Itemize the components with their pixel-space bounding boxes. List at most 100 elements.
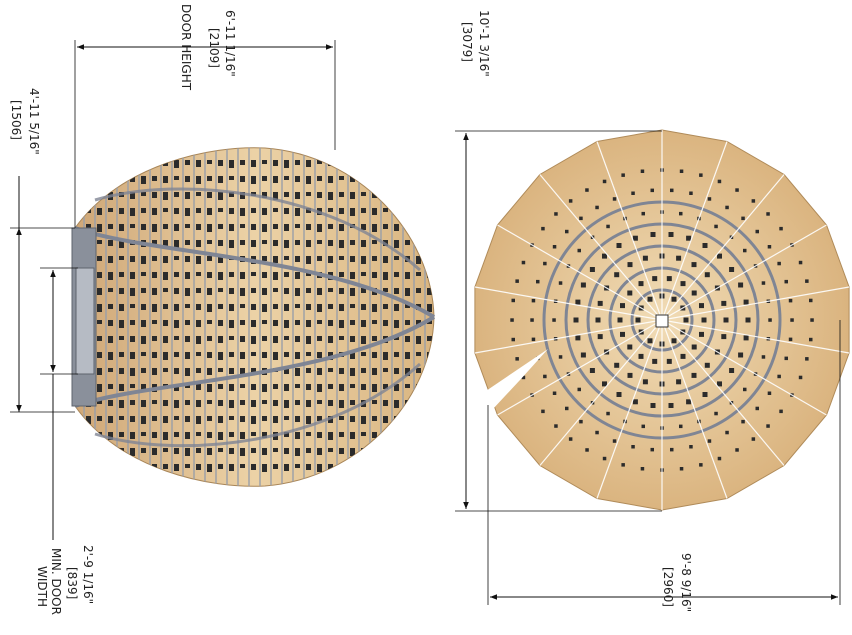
block <box>218 352 223 360</box>
block <box>130 464 135 468</box>
block <box>427 176 432 181</box>
block <box>295 288 300 296</box>
block <box>614 362 620 368</box>
block <box>350 352 355 359</box>
block <box>383 176 388 183</box>
block <box>273 464 278 469</box>
block <box>251 464 256 470</box>
block <box>196 400 201 407</box>
block <box>141 352 146 356</box>
block <box>717 381 722 387</box>
block <box>616 392 622 397</box>
block <box>119 400 124 408</box>
block <box>361 336 366 344</box>
block <box>427 304 432 312</box>
block <box>339 304 344 311</box>
block <box>141 272 146 276</box>
block <box>262 176 267 181</box>
block <box>295 432 300 439</box>
block <box>383 448 388 452</box>
block <box>207 432 212 438</box>
block <box>152 368 157 375</box>
block <box>97 368 102 375</box>
block <box>317 400 322 404</box>
right-height-dimension: 10'-1 3/16" [3079] <box>455 10 662 512</box>
block <box>317 192 322 198</box>
block <box>751 199 756 203</box>
block <box>295 384 300 388</box>
block <box>689 191 693 195</box>
block <box>372 432 377 438</box>
block <box>284 272 289 277</box>
block <box>679 424 683 429</box>
block <box>119 432 124 437</box>
right-width-imperial: 9'-8 9/16" <box>679 553 693 612</box>
spoke <box>596 141 663 321</box>
block <box>317 176 322 181</box>
block <box>141 432 146 436</box>
block <box>141 384 146 390</box>
block <box>207 224 212 232</box>
block <box>251 432 256 436</box>
spoke <box>497 319 663 416</box>
block <box>240 448 245 456</box>
block <box>130 320 135 325</box>
min-door-width-metric: [839] <box>65 567 79 599</box>
block <box>602 179 607 184</box>
block <box>383 304 388 309</box>
block <box>152 416 157 421</box>
block <box>650 447 654 452</box>
block <box>207 368 212 375</box>
block <box>295 320 300 325</box>
block <box>627 290 633 296</box>
block <box>541 226 545 231</box>
block <box>284 400 289 408</box>
block <box>86 464 91 470</box>
block <box>251 288 256 293</box>
block <box>163 208 168 212</box>
block <box>558 281 563 285</box>
min-door-width-caption-2: WIDTH <box>35 566 49 607</box>
block <box>273 256 278 263</box>
block <box>361 416 366 424</box>
block <box>361 272 366 276</box>
block <box>119 240 124 248</box>
block <box>361 224 366 230</box>
block <box>108 448 113 452</box>
block <box>273 272 278 280</box>
block <box>130 224 135 228</box>
block <box>427 192 432 198</box>
block <box>699 303 704 309</box>
block <box>699 173 703 177</box>
block <box>704 272 710 278</box>
block <box>240 288 245 296</box>
block <box>350 272 355 279</box>
block <box>668 232 674 237</box>
block <box>119 160 124 168</box>
block <box>295 240 300 245</box>
block <box>185 336 190 342</box>
block <box>207 384 212 392</box>
spoke <box>661 141 728 321</box>
block <box>163 320 168 326</box>
plan-view-door-notch <box>480 349 548 410</box>
block <box>196 384 201 390</box>
block <box>543 261 547 266</box>
block <box>565 229 569 234</box>
block <box>767 391 772 395</box>
block <box>108 416 113 423</box>
block <box>251 416 256 424</box>
block <box>119 336 124 340</box>
block <box>361 240 366 247</box>
block <box>405 336 410 342</box>
block <box>218 208 223 212</box>
block <box>229 432 234 437</box>
block <box>394 256 399 260</box>
block <box>229 240 234 248</box>
block <box>631 191 635 195</box>
block <box>240 176 245 182</box>
block <box>152 256 157 261</box>
block <box>262 320 267 324</box>
block <box>196 192 201 196</box>
block <box>306 320 311 327</box>
